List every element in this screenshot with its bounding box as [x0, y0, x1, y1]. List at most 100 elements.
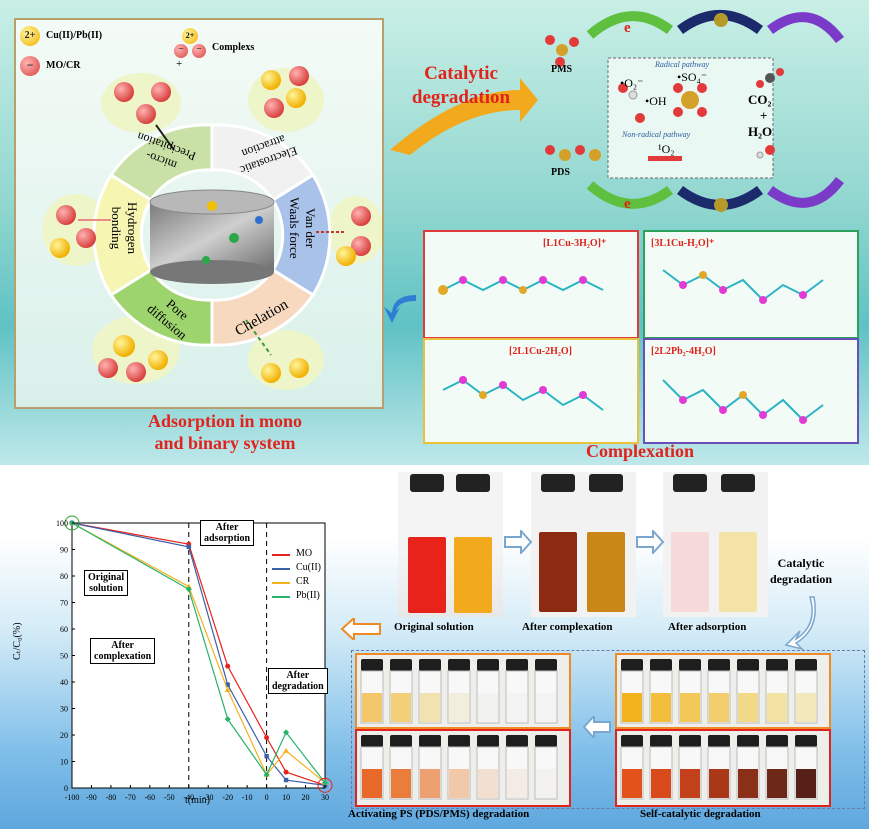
data-point — [283, 769, 289, 775]
highlight-end-circle — [317, 777, 333, 793]
vial-cap — [679, 659, 701, 671]
series-line-3 — [71, 522, 326, 784]
vial-cap — [679, 735, 701, 747]
vial-liquid — [507, 693, 527, 722]
vial-liquid — [391, 769, 411, 798]
data-point — [185, 586, 192, 593]
data-point — [283, 747, 290, 753]
right-arrow-icon-1 — [504, 530, 533, 554]
x-tick-label: -70 — [125, 793, 136, 802]
y-tick-label: 10 — [60, 758, 68, 767]
vial-cap — [535, 659, 557, 671]
vial-cap — [650, 659, 672, 671]
vial-cap — [448, 735, 470, 747]
adsorption-mechanism-panel: 2+ Cu(II)/Pb(II) − MO/CR 2+ − − + Comple… — [14, 18, 384, 409]
vial-cap — [361, 659, 383, 671]
legend-pb: Pb(II) — [296, 590, 320, 601]
electron-label-bottom: e — [624, 196, 631, 212]
x-tick-label: 30 — [321, 793, 329, 802]
molecule-structures — [438, 269, 824, 424]
legend-cu: Cu(II) — [296, 562, 321, 573]
data-point — [225, 682, 230, 687]
legend-complex-label: Complexs — [212, 42, 255, 53]
data-point — [264, 735, 270, 741]
vial-liquid — [651, 769, 671, 798]
vial-liquid — [391, 693, 411, 722]
cu-pb-badge-icon: 2+ — [20, 26, 40, 46]
data-point — [186, 544, 191, 550]
legend-cr: CR — [296, 576, 310, 587]
mo-cr-badge-icon: − — [20, 56, 40, 76]
complex-panel-3: [2L1Cu-2H₂O] — [423, 338, 639, 444]
label-hydrogen: Hydrogen bonding — [109, 202, 140, 254]
x-tick-label: -40 — [183, 793, 194, 802]
vial-cap — [737, 659, 759, 671]
left-arrow-icon-2 — [582, 716, 611, 738]
x-tick-label: -80 — [106, 793, 117, 802]
vial-cap — [477, 659, 499, 671]
sector-chelation — [210, 267, 316, 347]
complex-panel-1: [L1Cu-3H₂O]⁺ — [423, 230, 639, 339]
h2o-label: H₂O — [748, 124, 773, 139]
complex-label-2: [3L1Cu-H₂O]⁺ — [651, 238, 715, 249]
chart-ylabel: Cₜ/C₀(%) — [12, 622, 23, 660]
complex-legend-icon: 2+ − − + — [174, 28, 214, 72]
x-tick-label: -10 — [242, 793, 253, 802]
mechanism-ring-diagram — [42, 66, 382, 390]
legend-mo-cr-label: MO/CR — [46, 60, 81, 71]
highlight-start-circle — [64, 515, 80, 531]
degradation-group-frame — [351, 650, 865, 809]
vial-cap — [390, 735, 412, 747]
complex-label-4: [2L2Pb₂-4H₂O] — [651, 346, 716, 357]
vial-liquid — [709, 693, 729, 722]
vial-liquid — [622, 769, 642, 798]
vial-liquid — [738, 769, 758, 798]
sulfate-radical-label: •SO₄⁻ — [677, 70, 708, 84]
vial-cap — [766, 735, 788, 747]
vial-cap — [448, 659, 470, 671]
y-tick-label: 100 — [56, 519, 68, 528]
vial-liquid — [478, 769, 498, 798]
vial-cap — [795, 659, 817, 671]
pds-label: PDS — [551, 167, 570, 178]
legend-mo: MO — [296, 548, 313, 559]
data-point — [263, 771, 270, 778]
non-radical-pathway-label: Non-radical pathway — [622, 130, 691, 139]
vial-liquid — [767, 693, 787, 722]
x-tick-label: 10 — [282, 793, 290, 802]
vial-liquid — [738, 693, 758, 722]
vial-cap — [506, 735, 528, 747]
complex-label-1: [L1Cu-3H₂O]⁺ — [543, 238, 607, 249]
vial-liquid — [767, 769, 787, 798]
vial-liquid — [507, 769, 527, 798]
vial-photo-original — [398, 472, 503, 617]
vial-cap — [361, 735, 383, 747]
vial-cap — [506, 659, 528, 671]
vial-cap — [621, 735, 643, 747]
x-tick-label: -50 — [164, 793, 175, 802]
vial-cap — [766, 659, 788, 671]
caption-after-adsorption: After adsorption — [668, 621, 747, 633]
vial-photo-adsorption — [663, 472, 768, 617]
left-arrow-icon — [340, 618, 381, 640]
chart-legend: MO Cu(II) CR Pb(II) — [272, 548, 342, 604]
annot-complexation: After complexation — [90, 638, 156, 664]
vial-cap — [795, 735, 817, 747]
co2-label: CO₂ — [748, 92, 772, 107]
vial-liquid — [680, 693, 700, 722]
vial-liquid — [536, 693, 556, 722]
complexation-title: Complexation — [586, 441, 694, 461]
vial-liquid — [420, 693, 440, 722]
vial-cap — [708, 735, 730, 747]
vial-cap — [390, 659, 412, 671]
vial-cap — [737, 735, 759, 747]
series-line-0 — [71, 522, 326, 786]
vial-liquid — [651, 693, 671, 722]
x-tick-label: -60 — [145, 793, 156, 802]
caption-activating-ps: Activating PS (PDS/PMS) degradation — [348, 808, 530, 820]
caption-original-solution: Original solution — [394, 621, 474, 633]
superoxide-label: •O₂⁻ — [620, 76, 644, 90]
radical-pathway-label: Radical pathway — [655, 60, 709, 69]
y-tick-label: 80 — [60, 572, 68, 581]
